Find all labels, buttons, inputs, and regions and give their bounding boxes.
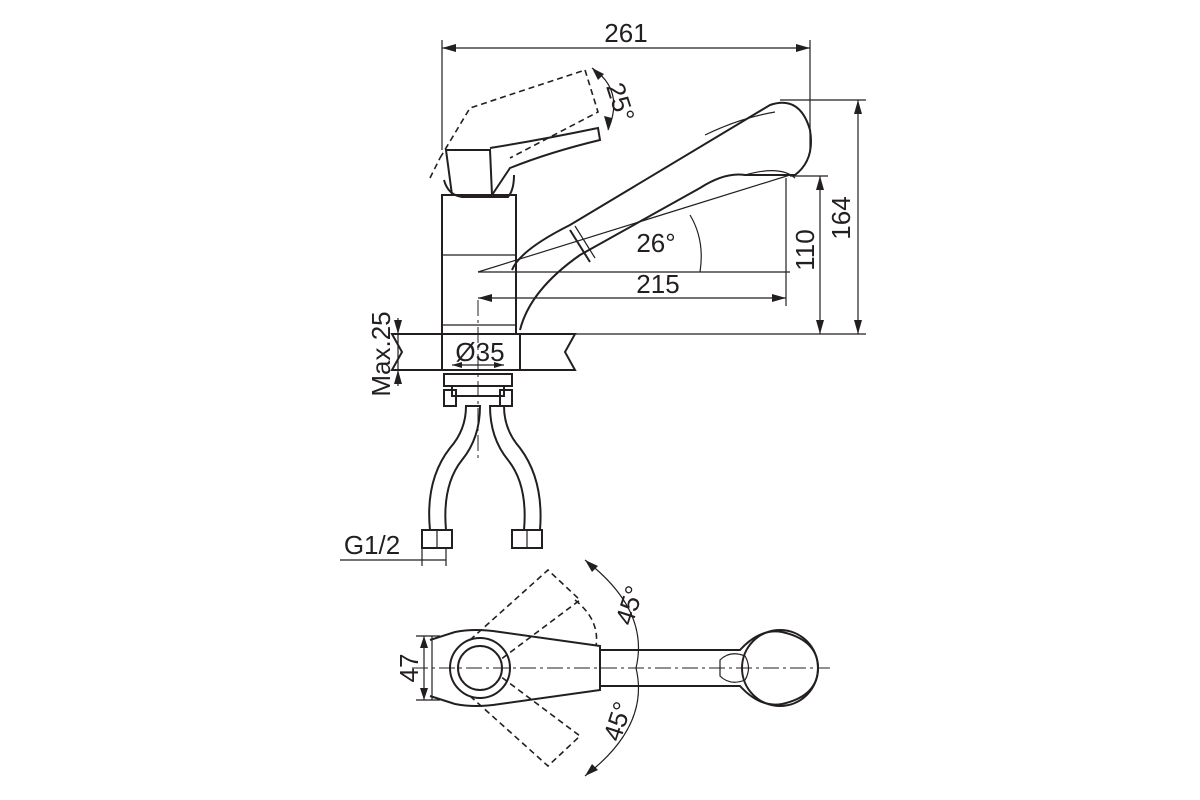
dim-label-26-deg: 26° xyxy=(636,228,675,258)
dim-lever-angle: 25° xyxy=(591,67,641,131)
dim-label-261: 261 xyxy=(604,18,647,48)
flex-hoses xyxy=(421,405,543,549)
dim-overall-length: 261 xyxy=(441,18,811,150)
dim-spout-angle: 26° xyxy=(477,174,791,273)
dim-label-47: 47 xyxy=(394,654,424,683)
dim-label-max-25: Max.25 xyxy=(366,311,396,396)
side-view: 261 164 110 215 xyxy=(340,18,866,566)
top-handle xyxy=(429,629,601,707)
dim-top-width: 47 xyxy=(394,635,440,701)
dim-hole-diameter: Ø35 xyxy=(452,337,505,368)
dim-label-45-bottom: 45° xyxy=(597,698,638,745)
dim-max-thickness: Max.25 xyxy=(366,311,442,397)
dim-thread: G1/2 xyxy=(340,530,447,566)
faucet-body xyxy=(441,174,517,335)
top-view: 45° 45° 47 xyxy=(394,559,830,777)
dim-label-110: 110 xyxy=(790,229,820,270)
top-spout xyxy=(600,629,820,707)
mounting-hardware xyxy=(443,300,513,460)
dim-overall-height: 164 xyxy=(520,99,866,335)
dim-label-215: 215 xyxy=(636,269,679,299)
rotation-ghosts xyxy=(469,568,598,768)
dim-spout-reach: 215 xyxy=(478,178,787,306)
dim-label-g-1-2: G1/2 xyxy=(344,530,400,560)
dim-label-diameter-35: Ø35 xyxy=(455,337,504,367)
dim-spout-height: 110 xyxy=(790,175,828,334)
lever-handle xyxy=(429,69,602,196)
dim-label-164: 164 xyxy=(826,196,856,239)
